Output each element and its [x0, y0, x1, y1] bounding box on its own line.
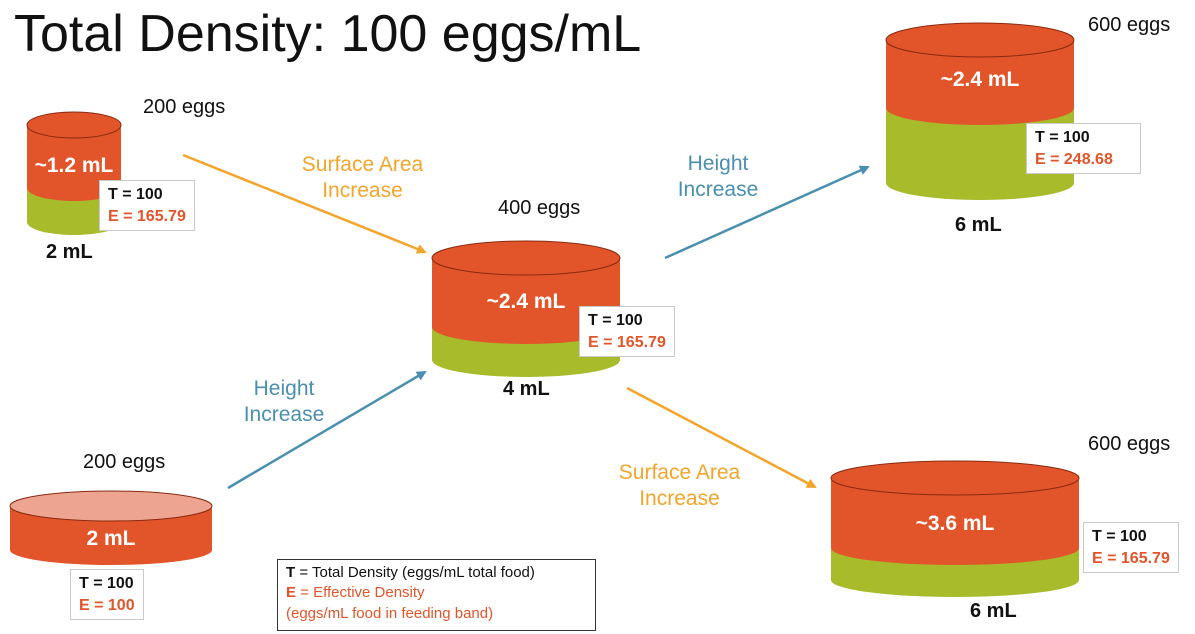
inner-volume-small-tall: ~1.2 mL: [34, 154, 114, 177]
inner-volume-flat: 2 mL: [86, 527, 136, 550]
inner-volume-middle: ~2.4 mL: [486, 290, 566, 313]
legend-t-key: T: [286, 564, 296, 581]
container-top: [9, 490, 213, 522]
legend-e-key: E: [286, 584, 297, 602]
legend-box: T = Total Density (eggs/mL total food) E…: [277, 559, 596, 631]
eggs-label-middle: 400 eggs: [498, 197, 581, 219]
orange-layer: [432, 258, 620, 344]
arrow-label-height-bottom: Height Increase: [224, 376, 344, 429]
arrow-surface-area-top: [182, 153, 427, 254]
eggs-label-small-tall: 200 eggs: [143, 96, 226, 118]
effective-density-value: E = 248.68: [1035, 150, 1113, 168]
container-flat: [9, 490, 213, 565]
arrow-height-bottom: [227, 370, 427, 490]
orange-layer: [27, 125, 121, 201]
arrow-label-line: Surface Area: [618, 461, 741, 484]
arrow-label-line: Increase: [322, 179, 403, 203]
legend-total-density: T = Total Density (eggs/mL total food): [286, 563, 587, 583]
effective-density-value: E = 165.79: [588, 333, 666, 351]
volume-label-small-tall: 2 mL: [46, 241, 93, 263]
arrow-surface-area-bottom: [626, 386, 817, 489]
arrow-label-line: Increase: [677, 178, 759, 202]
total-density-value: T = 100: [1035, 129, 1090, 146]
inner-volume-tall-large: ~2.4 mL: [940, 68, 1020, 91]
density-box-flat: T = 100 E = 100: [70, 569, 144, 621]
effective-density-value: E = 100: [79, 596, 135, 614]
arrow-label-surface-area-bottom: Surface Area Increase: [602, 460, 757, 513]
container-top: [885, 22, 1075, 58]
density-box-tall-large: T = 100 E = 248.68: [1026, 123, 1141, 175]
legend-e-text: = Effective Density: [296, 584, 425, 602]
legend-t-text: = Total Density (eggs/mL total food): [295, 564, 535, 581]
orange-layer: [886, 40, 1074, 125]
arrow-label-line: Height: [687, 152, 749, 175]
effective-density-value: E = 165.79: [1092, 549, 1170, 567]
container-top: [431, 240, 621, 276]
effective-density-value: E = 165.79: [108, 207, 186, 225]
total-density-value: T = 100: [1092, 528, 1147, 545]
volume-label-wide-large: 6 mL: [970, 600, 1017, 622]
orange-layer: [10, 506, 212, 565]
volume-label-tall-large: 6 mL: [955, 214, 1002, 236]
arrow-label-line: Surface Area: [301, 153, 424, 176]
container-middle: [431, 240, 621, 377]
arrow-label-surface-area-top: Surface Area Increase: [285, 152, 440, 205]
total-density-value: T = 100: [79, 575, 134, 592]
container-top: [830, 460, 1080, 496]
container-small-tall: [26, 111, 122, 235]
container-wide-large: [830, 460, 1080, 597]
density-box-wide-large: T = 100 E = 165.79: [1083, 522, 1179, 574]
eggs-label-tall-large: 600 eggs: [1088, 14, 1171, 36]
legend-effective-density: E = Effective Density: [286, 583, 587, 603]
volume-label-middle: 4 mL: [503, 378, 550, 400]
eggs-label-wide-large: 600 eggs: [1088, 433, 1171, 455]
total-density-value: T = 100: [588, 312, 643, 329]
density-box-middle: T = 100 E = 165.79: [579, 306, 675, 358]
orange-layer: [831, 478, 1079, 565]
arrow-label-height-top: Height Increase: [658, 151, 778, 204]
total-density-value: T = 100: [108, 186, 163, 203]
container-top: [26, 111, 122, 139]
arrow-label-line: Increase: [243, 403, 325, 427]
inner-volume-wide-large: ~3.6 mL: [915, 512, 995, 535]
eggs-label-flat: 200 eggs: [83, 451, 166, 473]
density-box-small-tall: T = 100 E = 165.79: [99, 180, 195, 232]
legend-effective-density-sub: (eggs/mL food in feeding band): [286, 604, 494, 622]
arrow-height-top: [664, 165, 870, 260]
page-title: Total Density: 100 eggs/mL: [14, 5, 642, 63]
arrow-label-line: Increase: [639, 487, 720, 511]
arrow-label-line: Height: [253, 377, 315, 400]
